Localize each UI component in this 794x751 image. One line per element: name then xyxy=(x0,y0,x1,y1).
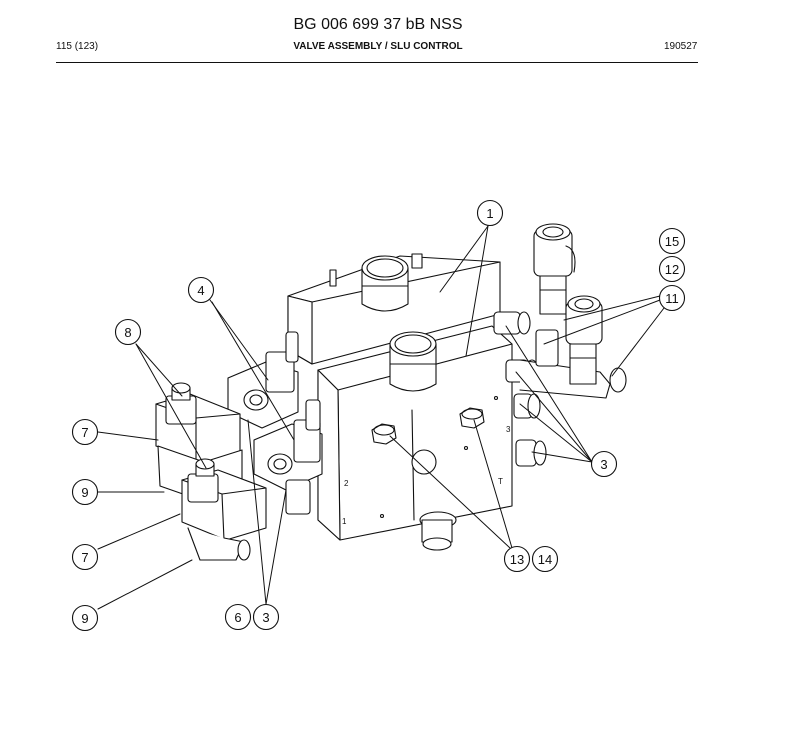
callout-11: 11 xyxy=(658,284,686,312)
leader-lines xyxy=(97,225,665,610)
section-title: VALVE ASSEMBLY / SLU CONTROL xyxy=(293,41,463,52)
callout-9-upper: 9 xyxy=(71,478,99,506)
callout-3-bottom: 3 xyxy=(252,603,280,631)
top-plug-lower xyxy=(389,331,437,392)
date-code: 190527 xyxy=(664,41,698,52)
svg-text:9: 9 xyxy=(81,485,88,500)
page-number: 115 (123) xyxy=(56,41,99,52)
left-upper-sandwich-valve xyxy=(227,331,299,429)
port-mark-t: T xyxy=(498,477,503,486)
face-plug-left xyxy=(371,423,397,445)
left-valve-stack xyxy=(155,382,267,561)
callout-1: 1 xyxy=(476,199,504,227)
callout-12: 12 xyxy=(658,255,686,283)
callout-7-upper: 7 xyxy=(71,418,99,446)
document-title: BG 006 699 37 bB NSS xyxy=(293,16,463,33)
lower-valve-block xyxy=(317,325,513,551)
port-mark-1: 1 xyxy=(342,517,347,526)
face-plug-right xyxy=(459,407,485,429)
callout-8: 8 xyxy=(114,318,142,346)
callout-4: 4 xyxy=(187,276,215,304)
svg-text:8: 8 xyxy=(124,325,131,340)
quick-coupling-upper xyxy=(533,223,576,315)
svg-text:6: 6 xyxy=(234,610,241,625)
svg-text:9: 9 xyxy=(81,611,88,626)
svg-text:13: 13 xyxy=(510,552,524,567)
svg-text:14: 14 xyxy=(538,552,552,567)
right-fittings xyxy=(493,311,627,467)
svg-text:15: 15 xyxy=(665,234,679,249)
callout-13: 13 xyxy=(503,545,531,573)
callout-3-right: 3 xyxy=(590,450,618,478)
svg-text:12: 12 xyxy=(665,262,679,277)
svg-text:7: 7 xyxy=(81,425,88,440)
svg-text:11: 11 xyxy=(665,291,679,306)
svg-text:3: 3 xyxy=(600,457,607,472)
port-mark-2: 2 xyxy=(344,479,349,488)
callout-6: 6 xyxy=(224,603,252,631)
callout-7-lower: 7 xyxy=(71,543,99,571)
svg-text:3: 3 xyxy=(262,610,269,625)
top-plug-upper xyxy=(361,255,409,312)
svg-text:7: 7 xyxy=(81,550,88,565)
callout-15: 15 xyxy=(658,227,686,255)
callouts: 1 15 12 11 4 8 7 3 xyxy=(71,199,686,632)
port-mark-3: 3 xyxy=(506,425,511,434)
callout-14: 14 xyxy=(531,545,559,573)
callout-9-lower: 9 xyxy=(71,604,99,632)
header-rule xyxy=(56,62,698,63)
left-lower-sandwich-valve xyxy=(253,399,323,515)
svg-text:1: 1 xyxy=(486,206,493,221)
svg-text:4: 4 xyxy=(197,283,204,298)
